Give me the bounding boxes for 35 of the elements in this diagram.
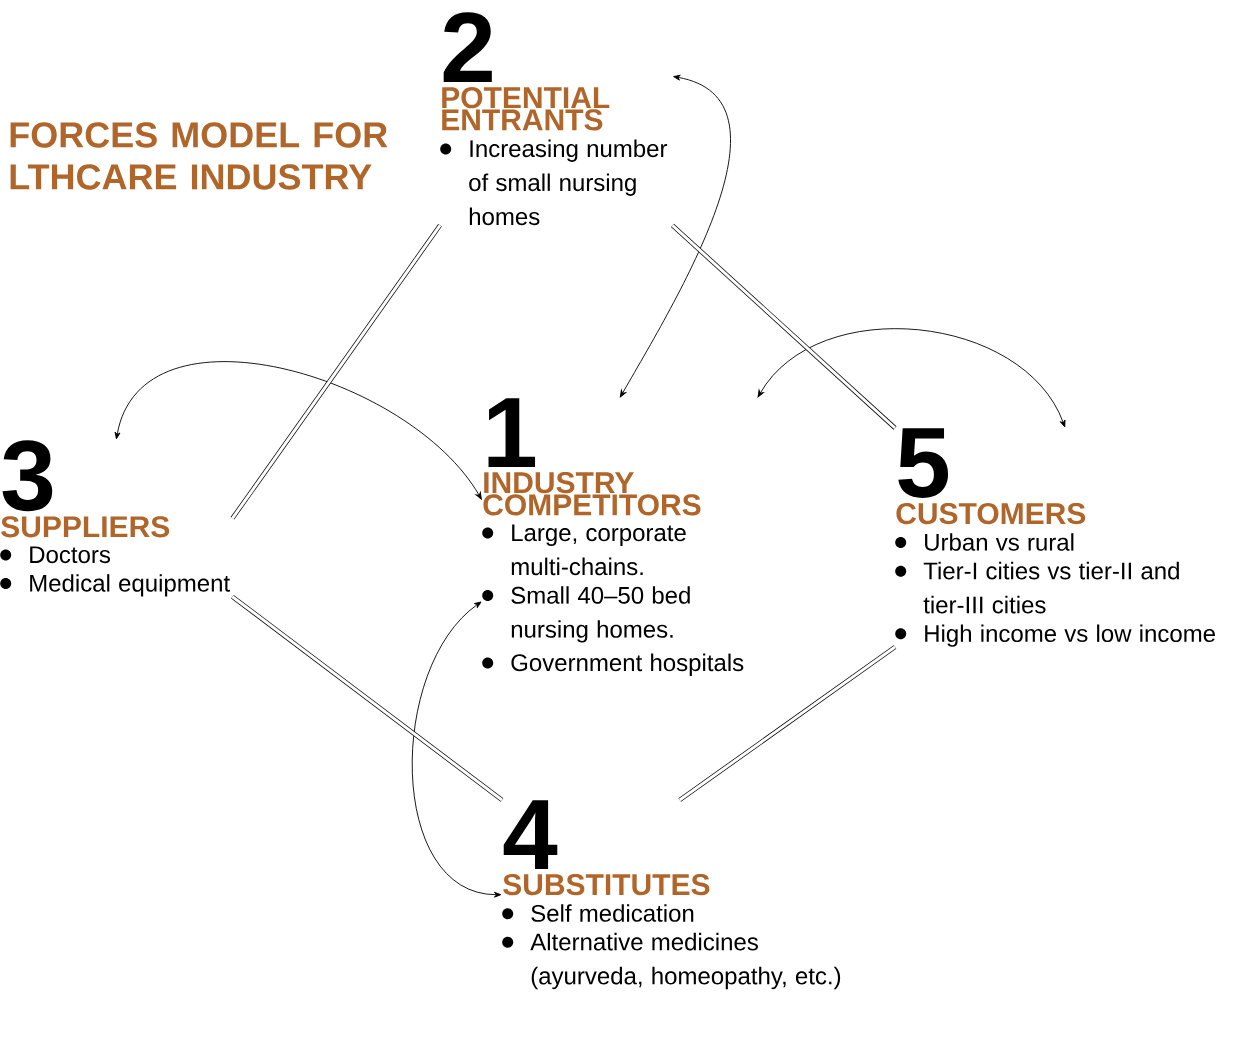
curved-arrow	[619, 74, 731, 398]
double-line	[230, 224, 442, 520]
double-line	[678, 645, 897, 802]
bullet-item: Increasing number of small nursing homes	[440, 139, 668, 226]
double-line	[670, 223, 897, 430]
force-heading: POTENTIAL ENTRANTS	[442, 87, 610, 131]
bullet-item: Small 40–50 bed nursing homes.	[482, 586, 690, 643]
double-line	[231, 594, 504, 802]
curved-arrow	[411, 601, 502, 898]
force-number: 1	[488, 398, 536, 467]
bullet-item: Self medication	[502, 904, 694, 922]
force-number: 5	[898, 428, 949, 498]
bullet-item: Tier-I cities vs tier-II and tier-III cities	[895, 561, 1179, 614]
force-heading: SUPPLIERS	[1, 516, 170, 538]
bullet-item: Medical equipment	[0, 574, 230, 597]
force-block	[0, 440, 230, 597]
force-block	[895, 428, 1215, 647]
bullet-item: Government hospitals	[482, 653, 744, 676]
bullet-item: Alternative medicines (ayurveda, homeopathy, etc.)	[502, 932, 841, 990]
force-block	[440, 12, 668, 226]
force-block	[502, 800, 841, 990]
bullet-item: Urban vs rural	[895, 533, 1074, 551]
force-number: 2	[443, 12, 492, 82]
bullet-item: High income vs low income	[895, 624, 1215, 647]
force-block	[482, 398, 744, 676]
force-heading: CUSTOMERS	[896, 502, 1086, 525]
force-number: 4	[503, 800, 558, 869]
force-number: 3	[2, 440, 53, 512]
bullet-item: Large, corporate multi-chains.	[482, 524, 686, 576]
curved-arrow	[114, 361, 482, 500]
force-heading: INDUSTRY COMPETITORS	[483, 472, 701, 516]
title: FORCES MODEL FOR LTHCARE INDUSTRY	[10, 122, 388, 190]
force-heading: SUBSTITUTES	[503, 874, 710, 896]
curved-arrow	[757, 328, 1066, 428]
bullet-item: Doctors	[0, 546, 110, 564]
